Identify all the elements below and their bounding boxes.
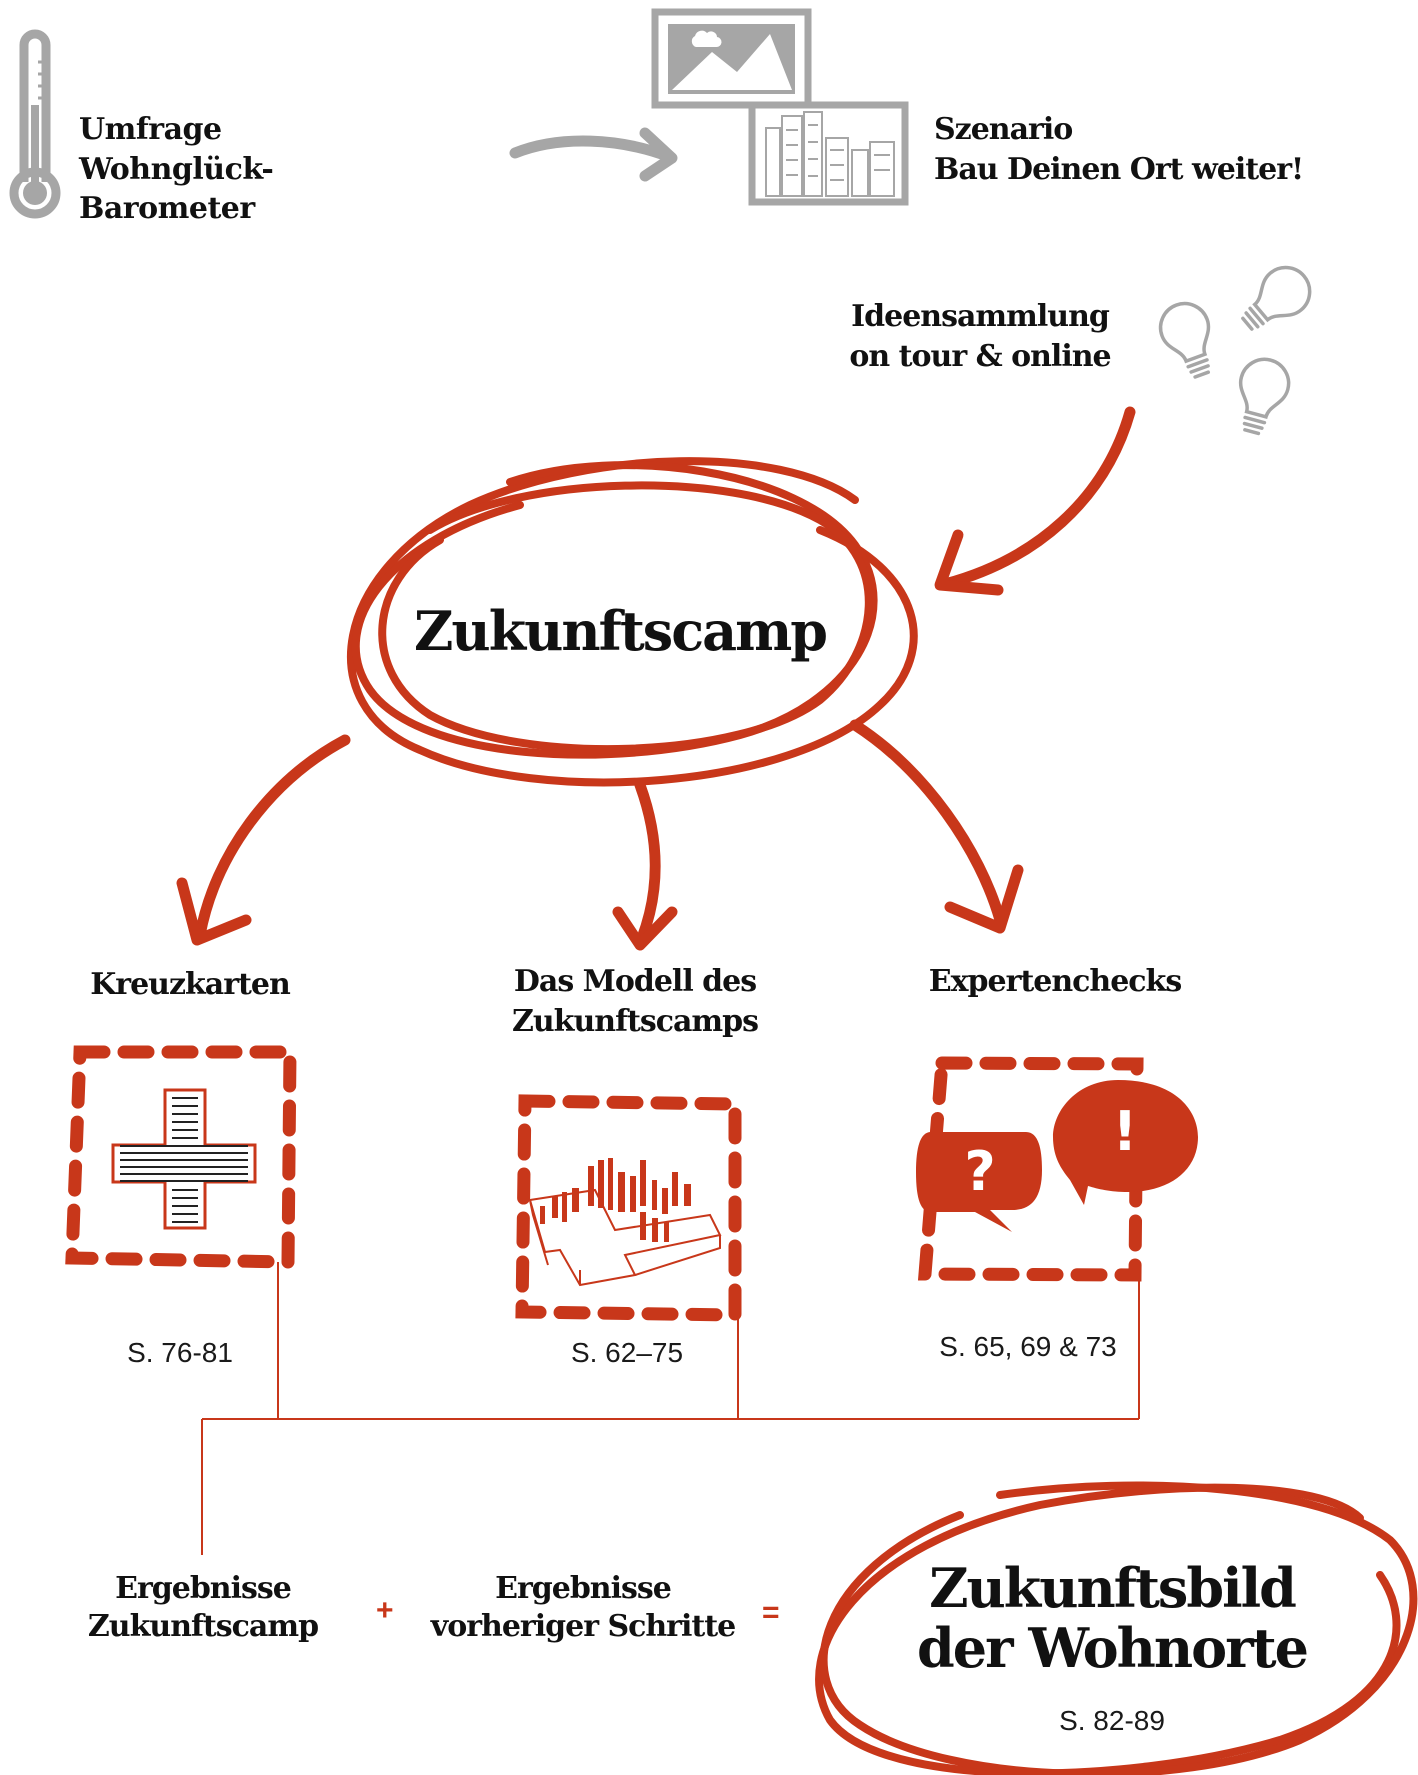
ideas-label-line2: on tour & online	[849, 338, 1111, 374]
method-title-line1: Kreuzkarten	[90, 967, 291, 1002]
exclamation-mark-icon: !	[1112, 1100, 1138, 1163]
term1-line2: Zukunftscamp	[87, 1609, 319, 1645]
method-title-line1: Das Modell des	[513, 964, 757, 999]
scenario-images-icon	[651, 8, 909, 206]
pages-kreuzkarten: S. 76-81	[127, 1337, 233, 1368]
survey-label-line1: Umfrage	[79, 112, 222, 147]
survey-label-line3: Barometer	[79, 191, 255, 227]
result-pages: S. 82-89	[1059, 1705, 1165, 1736]
ideas-label-line1: Ideensammlung	[851, 299, 1110, 334]
term2-line1: Ergebnisse	[495, 1571, 672, 1606]
survey-label: Umfrage Wohnglück- Barometer	[79, 110, 274, 229]
result-line1: Zukunftsbild	[929, 1556, 1297, 1620]
result-title: Zukunftsbild der Wohnorte	[862, 1558, 1362, 1679]
term1-line1: Ergebnisse	[115, 1571, 292, 1606]
speech-bubbles-icon	[916, 1080, 1198, 1232]
thermometer-icon	[9, 29, 61, 219]
method-title-line1: Expertenchecks	[928, 964, 1182, 999]
equals-sign: =	[762, 1596, 780, 1629]
ideas-label: Ideensammlung on tour & online	[820, 297, 1140, 376]
method-title-modell: Das Modell des Zukunftscamps	[460, 962, 810, 1041]
cross-card-icon	[111, 1088, 257, 1230]
camp-title: Zukunftscamp	[414, 599, 828, 663]
method-title-kreuzkarten: Kreuzkarten	[40, 965, 340, 1005]
lightbulb-icon	[1158, 265, 1312, 436]
scenario-label: Szenario Bau Deinen Ort weiter!	[934, 110, 1304, 189]
gray-arrow-icon	[509, 127, 678, 182]
method-title-expertenchecks: Expertenchecks	[900, 962, 1210, 1002]
survey-label-line2: Wohnglück-	[79, 151, 274, 187]
connector-lines-icon	[201, 1262, 1140, 1555]
scenario-label-line2: Bau Deinen Ort weiter!	[934, 151, 1304, 187]
scenario-label-line1: Szenario	[934, 112, 1073, 147]
plus-sign: +	[376, 1594, 394, 1627]
equation-term1: Ergebnisse Zukunftscamp	[78, 1570, 328, 1647]
question-mark-icon: ?	[964, 1140, 996, 1203]
camp-scribble-icon	[346, 457, 918, 787]
pages-expertenchecks: S. 65, 69 & 73	[939, 1331, 1117, 1362]
equation-term2: Ergebnisse vorheriger Schritte	[408, 1570, 758, 1647]
branch-arrows-icon	[176, 719, 1024, 951]
ideas-arrow-icon	[934, 406, 1136, 596]
result-scribble-icon	[815, 1481, 1418, 1775]
pages-modell: S. 62–75	[570, 1337, 684, 1368]
city-model-icon	[528, 1158, 722, 1287]
term2-line2: vorheriger Schritte	[430, 1609, 736, 1645]
result-line2: der Wohnorte	[917, 1616, 1309, 1681]
method-title-line2: Zukunftscamps	[511, 1003, 759, 1039]
